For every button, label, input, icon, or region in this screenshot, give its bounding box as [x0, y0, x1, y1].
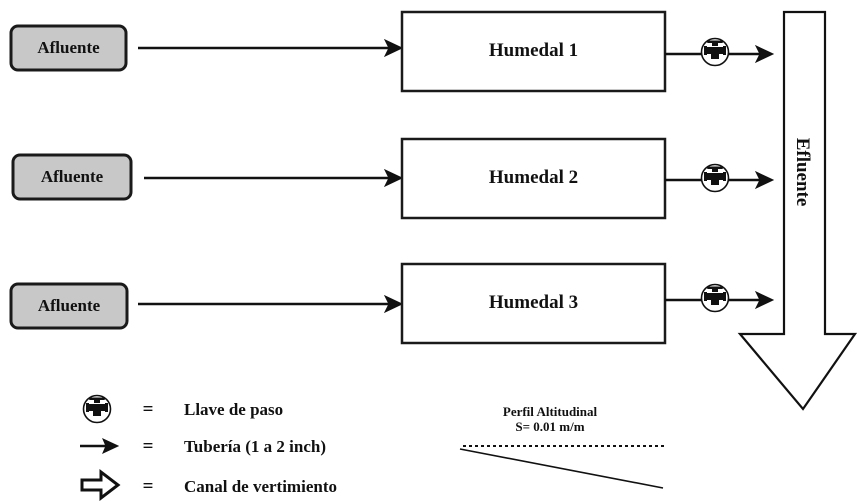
pipe-arrow-inflow-1 [138, 38, 404, 58]
wetland-label-1: Humedal 1 [489, 40, 578, 61]
inflow-box-1: Afluente [9, 24, 128, 72]
pipe-arrow-inflow-3 [138, 294, 404, 314]
valve-icon [700, 37, 730, 67]
altitude-profile: Perfil Altitudinal S= 0.01 m/m [459, 404, 664, 489]
profile-slope-line [459, 448, 664, 489]
legend-pipe-label: Tubería (1 a 2 inch) [184, 437, 326, 456]
legend-valve-label: Llave de paso [184, 400, 283, 419]
valve-icon [700, 283, 730, 313]
wetland-label-2: Humedal 2 [489, 167, 578, 188]
valve-icon [700, 163, 730, 193]
wetland-label-3: Humedal 3 [489, 292, 578, 313]
inflow-box-3: Afluente [9, 282, 129, 330]
legend-channel-equals: = [143, 476, 154, 497]
inflow-label-3: Afluente [38, 296, 101, 315]
wetland-box-1: Humedal 1 [400, 10, 667, 93]
legend-channel-arrow-icon [80, 468, 121, 501]
profile-slope: S= 0.01 m/m [515, 419, 584, 434]
legend-valve-icon [82, 394, 112, 424]
pipe-arrow-inflow-2 [144, 168, 404, 188]
inflow-label-2: Afluente [41, 167, 104, 186]
effluent-label: Efluente [792, 138, 813, 207]
legend: = Llave de paso = Tubería (1 a 2 inch) =… [80, 394, 337, 501]
legend-pipe-arrow-icon [80, 437, 120, 455]
legend-pipe-equals: = [143, 436, 154, 457]
inflow-box-2: Afluente [11, 153, 133, 201]
wetland-box-2: Humedal 2 [400, 137, 667, 220]
legend-valve-equals: = [143, 399, 154, 420]
legend-channel-label: Canal de vertimiento [184, 477, 337, 496]
effluent-channel-arrow: Efluente [737, 10, 857, 411]
wetland-box-3: Humedal 3 [400, 262, 667, 345]
profile-title: Perfil Altitudinal [503, 404, 598, 419]
inflow-label-1: Afluente [37, 38, 100, 57]
